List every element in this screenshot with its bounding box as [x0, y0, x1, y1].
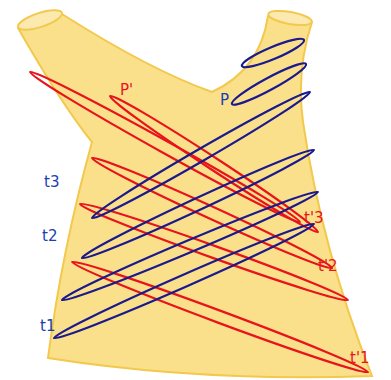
point-label: P — [220, 92, 229, 109]
point-label: t'2 — [318, 258, 338, 275]
tube-opening — [267, 8, 312, 27]
point-label: t2 — [42, 228, 57, 245]
ruling-line — [107, 91, 322, 237]
ruling-line — [229, 59, 309, 110]
point-label: P' — [120, 82, 133, 99]
point-label: t'1 — [350, 350, 370, 367]
rulings — [27, 34, 370, 377]
point-label: t3 — [44, 174, 59, 191]
ruling-line — [52, 219, 317, 344]
ruling-line — [27, 67, 303, 227]
point-label: t'3 — [304, 210, 324, 227]
ruling-line — [90, 153, 335, 274]
tube-opening — [16, 6, 64, 34]
ruling-line — [60, 186, 321, 305]
ruling-line — [78, 198, 350, 305]
hyperboloid-surface — [18, 13, 372, 377]
point-label: t1 — [40, 318, 55, 335]
